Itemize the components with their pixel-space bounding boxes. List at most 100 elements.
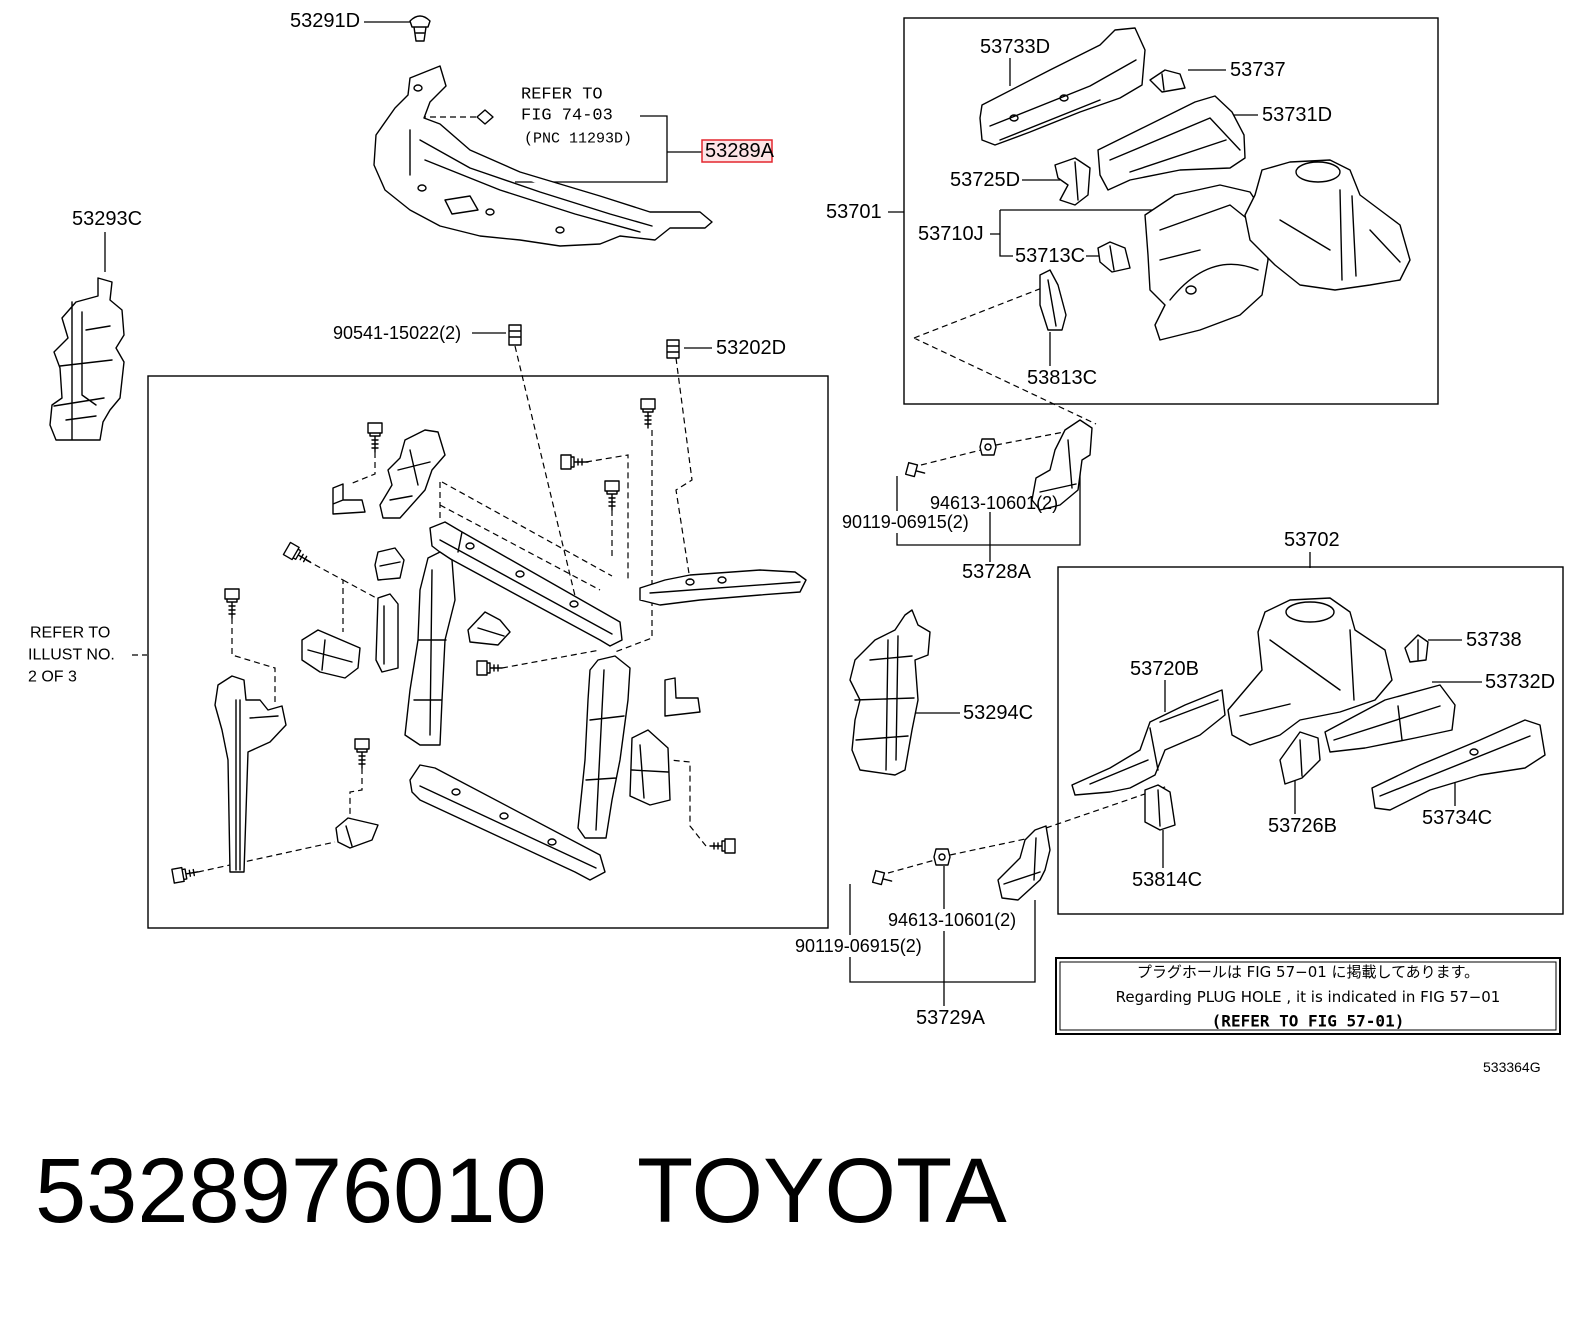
part-53737-bracket [1149, 69, 1186, 93]
callout-53737: 53737 [1230, 59, 1286, 81]
refer-upper-line1: REFER TO [521, 86, 603, 105]
bolt-icon [224, 588, 240, 619]
part-53202d-clip [666, 339, 680, 359]
callout-90119-06915-lower: 90119-06915(2) [795, 936, 922, 956]
part-53702-shock-tower [1227, 597, 1393, 746]
bolt-icon [560, 454, 589, 470]
part-small-bracket-g [629, 729, 671, 806]
callout-53702: 53702 [1284, 529, 1340, 551]
part-53733d-member [979, 27, 1146, 146]
callout-53732d: 53732D [1485, 671, 1555, 693]
callout-53738: 53738 [1466, 629, 1522, 651]
bolt-icon [604, 480, 620, 511]
callout-53701: 53701 [826, 201, 882, 223]
part-small-bracket-e [467, 611, 511, 646]
apron-assembly-53701-frame [903, 17, 1439, 405]
callout-53733d: 53733D [980, 36, 1050, 58]
note-box-outer [1055, 957, 1561, 1035]
bolt-icon [904, 461, 926, 478]
part-53729a-bracket [997, 825, 1051, 901]
part-53731d-member [1097, 95, 1246, 191]
callout-53294c: 53294C [963, 702, 1033, 724]
callout-94613-10601-upper: 94613-10601(2) [930, 493, 1058, 513]
part-53291d-clip [409, 15, 431, 42]
callout-53202d: 53202D [716, 337, 786, 359]
callout-53293c: 53293C [72, 208, 142, 230]
highlight-box-53289a [701, 139, 773, 163]
part-53726b-bracket [1279, 731, 1321, 785]
bolt-icon [282, 541, 312, 563]
callout-90541-15022: 90541-15022(2) [333, 323, 461, 343]
callout-90119-06915-upper: 90119-06915(2) [842, 512, 969, 532]
part-small-bracket-c [301, 629, 361, 679]
radiator-support-group-frame [147, 375, 829, 929]
part-53732d-member [1324, 684, 1456, 753]
bolt-icon [367, 422, 383, 453]
dashed-assembly-lines [132, 116, 1169, 874]
part-small-bracket-h [335, 817, 379, 849]
bolt-icon [171, 866, 199, 884]
callout-53725d: 53725D [950, 169, 1020, 191]
bolt-icon [476, 660, 503, 676]
part-side-member-right [577, 655, 631, 839]
part-53294c-seal [849, 609, 931, 776]
part-upper-crossmember [429, 521, 623, 647]
bolt-icon [640, 398, 656, 429]
note-box-inner [1059, 961, 1557, 1031]
part-53289a-panel [373, 65, 713, 247]
part-53713c-bracket [1097, 241, 1131, 273]
brand-caption: TOYOTA [637, 1140, 1007, 1242]
note-english: Regarding PLUG HOLE , it is indicated in… [1116, 988, 1501, 1006]
refer-upper-line3: (PNC 11293D) [524, 131, 632, 148]
part-53738-bracket [1404, 634, 1429, 663]
note-japanese: プラグホールは FIG 57−01 に掲載してあります。 [1137, 963, 1479, 981]
bolt-group [171, 398, 926, 886]
part-53710j-wheelhouse [1144, 184, 1269, 341]
part-53728a-bracket [1031, 419, 1093, 511]
callout-53731d: 53731D [1262, 104, 1332, 126]
part-small-bracket-b [374, 547, 405, 581]
callout-53720b: 53720B [1130, 658, 1199, 680]
part-lower-crossmember [409, 764, 606, 881]
part-tall-member-left [214, 675, 287, 873]
refer-left-line2: ILLUST NO. [28, 647, 115, 664]
nut-icon [933, 848, 951, 866]
callout-53726b: 53726B [1268, 815, 1337, 837]
part-53734c-member [1371, 719, 1546, 811]
callout-94613-10601-lower: 94613-10601(2) [888, 910, 1016, 930]
refer-left-line3: 2 OF 3 [28, 669, 77, 686]
callout-53291d: 53291D [290, 10, 360, 32]
refer-left-line1: REFER TO [30, 625, 110, 642]
part-upper-bracket-right [639, 569, 807, 606]
part-53725d-bracket [1054, 157, 1091, 206]
bolt-icon [354, 738, 370, 769]
part-headlamp-bracket-left [379, 429, 446, 519]
part-small-bracket-a [332, 483, 366, 515]
callout-53734c: 53734C [1422, 807, 1492, 829]
callout-53814c: 53814C [1132, 869, 1202, 891]
callout-53289a: 53289A [705, 140, 775, 162]
callout-53813c: 53813C [1027, 367, 1097, 389]
part-side-member-left [404, 551, 456, 746]
diamond-reference-marker [476, 109, 494, 125]
leader-lines [104, 21, 1482, 1006]
part-53813c-bracket [1039, 269, 1067, 331]
part-53814c-bracket [1144, 784, 1176, 831]
bolt-icon [871, 869, 893, 886]
refer-upper-line2: FIG 74-03 [521, 107, 613, 126]
callout-53728a: 53728A [962, 561, 1032, 583]
part-small-bracket-d [375, 593, 399, 673]
part-53720b-member [1071, 689, 1226, 796]
part-53701-shock-tower [1244, 159, 1411, 291]
callout-53713c: 53713C [1015, 245, 1085, 267]
note-reference: (REFER TO FIG 57-01) [1212, 1012, 1405, 1031]
figure-code: 533364G [1483, 1059, 1541, 1075]
nut-icon [979, 438, 997, 456]
callout-53710j: 53710J [918, 223, 984, 245]
bolt-icon [709, 838, 736, 854]
callout-53729a: 53729A [916, 1007, 986, 1029]
part-small-bracket-f [664, 677, 701, 717]
part-number-caption: 5328976010 [35, 1140, 547, 1242]
part-90541-clip [508, 324, 522, 346]
